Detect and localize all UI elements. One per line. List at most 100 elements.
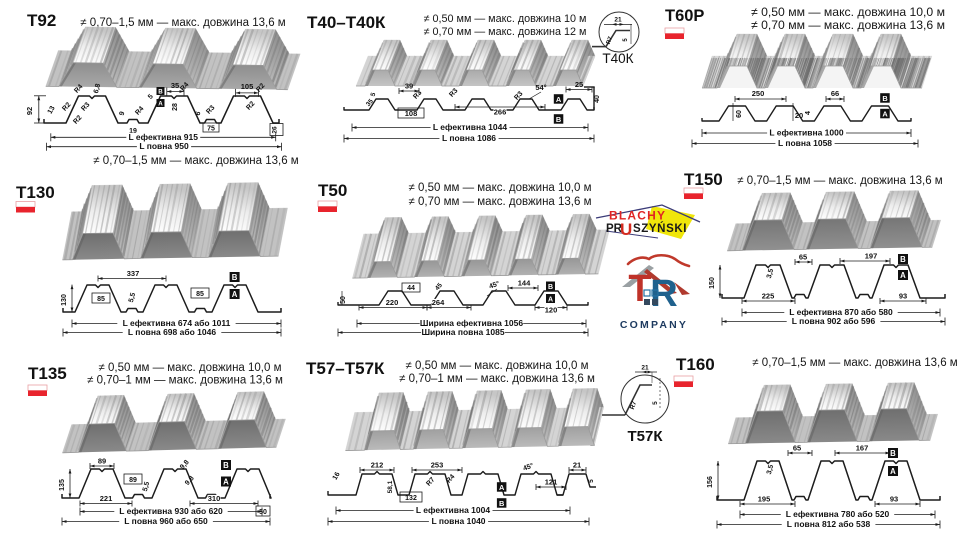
svg-text:92: 92	[25, 107, 34, 115]
svg-text:105: 105	[241, 82, 254, 91]
svg-text:60: 60	[736, 110, 743, 118]
svg-text:135: 135	[59, 479, 66, 491]
svg-text:≠ 0,70 мм — макс. довжина 13,6: ≠ 0,70 мм — макс. довжина 13,6 м	[751, 18, 945, 32]
svg-text:225: 225	[762, 292, 775, 301]
svg-text:5: 5	[370, 92, 378, 98]
svg-text:A: A	[223, 478, 229, 487]
svg-text:R2: R2	[255, 82, 266, 93]
svg-text:COMPANY: COMPANY	[620, 319, 688, 331]
svg-text:L повна 1058: L повна 1058	[778, 138, 832, 148]
svg-text:R7: R7	[425, 476, 436, 487]
svg-text:9,8: 9,8	[179, 459, 191, 471]
svg-text:A: A	[890, 467, 896, 476]
svg-text:132: 132	[405, 495, 417, 502]
svg-text:R3: R3	[205, 104, 216, 115]
svg-text:≠ 0,70–1,5 мм — макс. довжина: ≠ 0,70–1,5 мм — макс. довжина 13,6 м	[80, 17, 285, 29]
svg-text:B: B	[223, 461, 229, 470]
svg-text:A: A	[548, 296, 553, 303]
svg-text:16: 16	[332, 471, 342, 481]
svg-text:B: B	[882, 94, 887, 103]
svg-text:L повна 950: L повна 950	[139, 141, 189, 151]
svg-text:89: 89	[129, 477, 137, 484]
svg-text:B: B	[890, 449, 896, 458]
svg-text:L повна 698 або 1046: L повна 698 або 1046	[128, 327, 216, 337]
svg-text:L ефективна 1004: L ефективна 1004	[416, 505, 490, 515]
svg-text:L повна 1040: L повна 1040	[431, 516, 485, 526]
svg-text:PR: PR	[606, 223, 623, 235]
svg-text:L ефективна 674 або 1011: L ефективна 674 або 1011	[123, 318, 231, 328]
svg-text:20: 20	[795, 111, 803, 120]
svg-text:65: 65	[799, 253, 807, 262]
svg-text:66: 66	[831, 89, 839, 98]
svg-text:Ширина ефективна 1056: Ширина ефективна 1056	[420, 318, 523, 328]
svg-text:A: A	[900, 271, 906, 280]
svg-text:144: 144	[518, 279, 531, 288]
svg-text:L ефективна 930 або 620: L ефективна 930 або 620	[119, 506, 223, 516]
svg-text:253: 253	[431, 461, 444, 470]
svg-text:≠ 0,70–1,5 мм — макс. довжина: ≠ 0,70–1,5 мм — макс. довжина 13,6 м	[93, 155, 298, 167]
svg-text:195: 195	[758, 495, 771, 504]
svg-text:R4: R4	[179, 81, 190, 92]
svg-text:≠ 0,70–1,5 мм — макс. довжина: ≠ 0,70–1,5 мм — макс. довжина 13,6 м	[752, 357, 957, 369]
svg-text:≠ 0,50 мм — макс. довжина 10,0: ≠ 0,50 мм — макс. довжина 10,0 м	[405, 360, 588, 372]
svg-text:≠ 0,50 мм — макс. довжина 10,0: ≠ 0,50 мм — макс. довжина 10,0 м	[751, 5, 945, 19]
svg-text:130: 130	[61, 294, 68, 306]
svg-text:6: 6	[195, 111, 203, 117]
svg-text:≠ 0,70–1 мм — макс. довжина 13: ≠ 0,70–1 мм — макс. довжина 13,6 м	[87, 375, 283, 387]
svg-text:264: 264	[432, 298, 445, 307]
svg-text:Т135: Т135	[28, 364, 67, 383]
svg-text:5: 5	[623, 38, 629, 42]
svg-text:39: 39	[405, 82, 413, 91]
svg-text:L повна 812 або 538: L повна 812 або 538	[787, 519, 871, 529]
svg-text:R7: R7	[629, 400, 639, 411]
svg-text:21: 21	[614, 17, 622, 24]
svg-text:Т57К: Т57К	[627, 428, 663, 445]
svg-text:5: 5	[147, 93, 155, 101]
svg-text:Т57–Т57К: Т57–Т57К	[306, 359, 385, 378]
svg-text:A: A	[882, 110, 888, 119]
svg-text:≠ 0,50 мм — макс. довжина 10,0: ≠ 0,50 мм — макс. довжина 10,0 м	[408, 182, 591, 194]
svg-text:Ширина повна 1085: Ширина повна 1085	[421, 327, 504, 337]
svg-text:Т130: Т130	[16, 183, 55, 202]
svg-text:SZYŃSKI: SZYŃSKI	[633, 222, 687, 235]
svg-text:45°: 45°	[522, 461, 535, 472]
svg-text:45: 45	[434, 282, 444, 292]
svg-text:≠ 0,70 мм — макс. довжина 12 м: ≠ 0,70 мм — макс. довжина 12 м	[424, 26, 587, 38]
svg-text:Т150: Т150	[684, 170, 723, 189]
svg-text:197: 197	[865, 252, 878, 261]
svg-text:≠ 0,70 мм — макс. довжина 13,6: ≠ 0,70 мм — макс. довжина 13,6 м	[408, 196, 591, 208]
svg-text:75: 75	[207, 126, 215, 133]
svg-text:R4: R4	[445, 473, 456, 484]
svg-text:5,5: 5,5	[142, 481, 151, 492]
svg-text:85: 85	[196, 291, 204, 298]
svg-text:BLACHY: BLACHY	[609, 209, 666, 223]
svg-text:45°: 45°	[488, 279, 501, 290]
svg-text:L ефективна 915: L ефективна 915	[129, 132, 199, 142]
svg-text:R3: R3	[448, 87, 459, 98]
svg-text:R2: R2	[72, 114, 83, 125]
svg-text:Т50: Т50	[318, 181, 347, 200]
svg-text:35: 35	[365, 98, 375, 108]
svg-text:R: R	[650, 273, 677, 315]
svg-text:5,5: 5,5	[128, 292, 137, 303]
svg-text:266: 266	[494, 108, 507, 117]
svg-text:U: U	[620, 220, 632, 239]
svg-text:35: 35	[171, 81, 179, 90]
svg-text:≠ 0,50 мм — макс. довжина 10 м: ≠ 0,50 мм — макс. довжина 10 м	[424, 13, 587, 25]
svg-text:A: A	[499, 483, 505, 492]
svg-text:167: 167	[856, 444, 869, 453]
svg-text:21: 21	[573, 461, 581, 470]
svg-text:L ефективна 1000: L ефективна 1000	[769, 128, 843, 138]
svg-text:40: 40	[594, 95, 601, 103]
svg-text:28: 28	[172, 103, 179, 111]
svg-text:R3: R3	[80, 101, 91, 112]
svg-text:B: B	[548, 284, 553, 291]
svg-text:A: A	[556, 95, 562, 104]
svg-text:44: 44	[407, 285, 415, 292]
svg-text:L ефективна 780 або 520: L ефективна 780 або 520	[786, 509, 890, 519]
svg-text:156: 156	[707, 476, 714, 488]
svg-text:Т60Р: Т60Р	[665, 7, 704, 25]
svg-text:9,8: 9,8	[184, 475, 196, 487]
svg-text:26: 26	[272, 126, 279, 134]
svg-text:R3: R3	[513, 90, 524, 101]
